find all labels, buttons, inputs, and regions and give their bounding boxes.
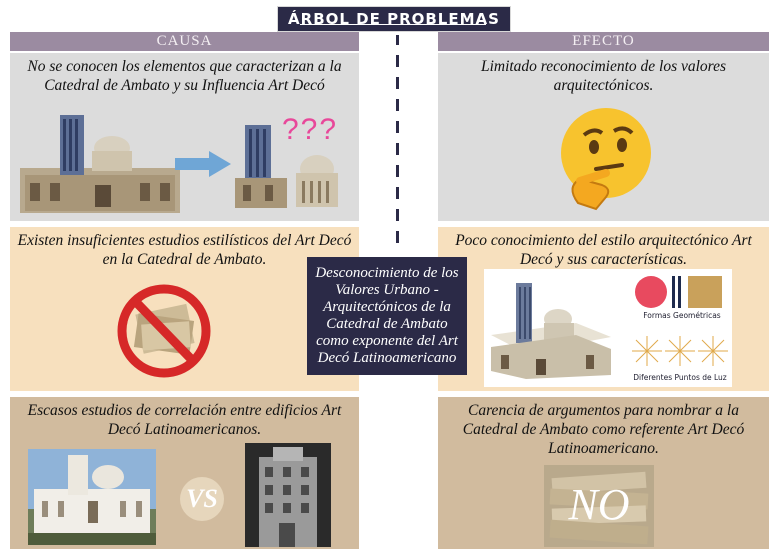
light-bursts <box>632 336 728 366</box>
light-points-label: Diferentes Puntos de Luz <box>633 373 727 382</box>
cathedral-photo <box>28 449 156 545</box>
divider-dash <box>396 209 399 221</box>
cause-text-3: Escasos estudios de correlación entre ed… <box>27 402 342 438</box>
effect-header: EFECTO <box>438 32 769 51</box>
effect-panel-2: Poco conocimiento del estilo arquitectón… <box>438 227 769 391</box>
divider-dash <box>396 99 399 111</box>
divider-dash <box>396 231 399 243</box>
effect-panel-1: Limitado reconocimiento de los valores a… <box>438 53 769 221</box>
cause-header: CAUSA <box>10 32 359 51</box>
central-problem: Desconocimiento de los Valores Urbano - … <box>307 257 467 375</box>
tower-illustration <box>235 125 287 208</box>
cathedral-3d-illustration <box>491 283 611 379</box>
diagram-title: ÁRBOL DE PROBLEMAS <box>277 6 511 32</box>
versus-mark: VS <box>180 477 224 521</box>
geometric-shapes-label: Formas Geométricas <box>643 311 721 320</box>
no-mark: NO <box>568 480 630 529</box>
art-deco-building-photo <box>245 443 331 547</box>
style-collage: Formas Geométricas Diferentes Puntos de … <box>484 269 732 387</box>
divider-dash <box>396 77 399 89</box>
cause-panel-2: Existen insuficientes estudios estilísti… <box>10 227 359 391</box>
thinking-face-icon <box>561 108 651 211</box>
cause-text-2: Existen insuficientes estudios estilísti… <box>17 232 352 268</box>
paper-stack-drawing <box>549 471 649 545</box>
central-problem-text: Desconocimiento de los Valores Urbano - … <box>315 265 459 366</box>
divider-dash <box>396 143 399 155</box>
cathedral-illustration <box>20 115 180 213</box>
arrow-icon <box>175 151 231 177</box>
paper-stack-image: NO <box>544 465 654 547</box>
divider-dash <box>396 187 399 199</box>
divider-dash <box>396 165 399 177</box>
divider-dash <box>396 55 399 67</box>
effect-panel-3: Carencia de argumentos para nombrar a la… <box>438 397 769 549</box>
dome-illustration <box>296 155 338 207</box>
cause-panel-3: Escasos estudios de correlación entre ed… <box>10 397 359 549</box>
question-marks: ??? <box>282 113 339 146</box>
effect-text-3: Carencia de argumentos para nombrar a la… <box>462 402 745 457</box>
divider-dash <box>396 121 399 133</box>
no-documents-icon <box>117 284 211 378</box>
title-underline <box>300 24 486 25</box>
cause-panel-1: No se conocen los elementos que caracter… <box>10 53 359 221</box>
divider-dash <box>396 35 399 45</box>
effect-text-1: Limitado reconocimiento de los valores a… <box>480 58 727 94</box>
cause-text-1: No se conocen los elementos que caracter… <box>27 58 342 94</box>
geometric-shapes <box>635 276 722 308</box>
effect-text-2: Poco conocimiento del estilo arquitectón… <box>455 232 752 268</box>
